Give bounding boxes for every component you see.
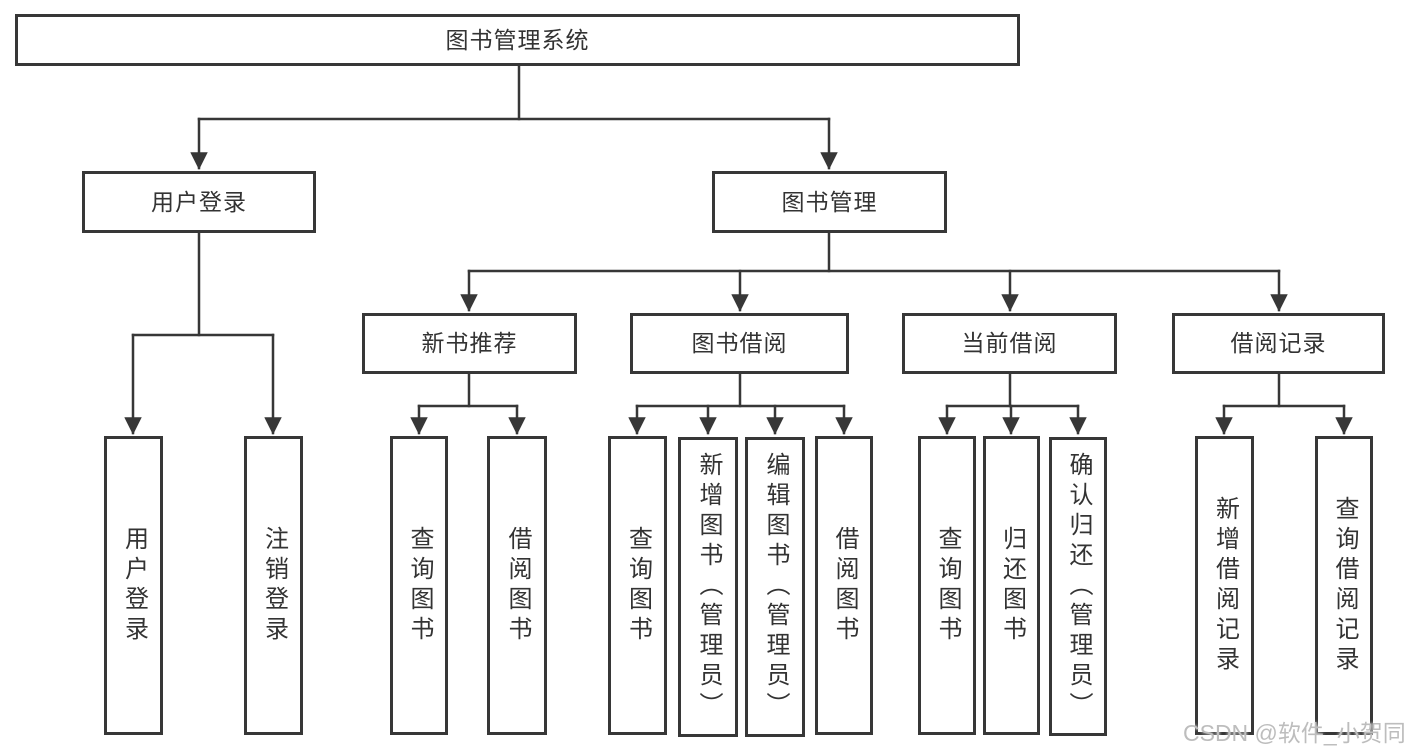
node-user-login: 用户登录 <box>82 171 316 233</box>
leaf-return-book: 归还图书 <box>983 436 1040 735</box>
leaf-borrow-books-recommend: 借阅图书 <box>487 436 547 735</box>
leaf-add-borrow-record: 新增借阅记录 <box>1195 436 1254 735</box>
leaf-logout: 注销登录 <box>244 436 303 735</box>
leaf-query-borrow-record: 查询借阅记录 <box>1315 436 1373 735</box>
node-book-borrow: 图书借阅 <box>630 313 849 374</box>
leaf-user-login: 用户登录 <box>104 436 163 735</box>
leaf-query-books-current: 查询图书 <box>918 436 976 735</box>
node-root: 图书管理系统 <box>15 14 1020 66</box>
watermark: CSDN @软件_小贺同学 <box>1183 720 1405 746</box>
node-book-management: 图书管理 <box>712 171 947 233</box>
node-current-borrow: 当前借阅 <box>902 313 1117 374</box>
leaf-edit-book-admin: 编辑图书（管理员） <box>745 437 805 737</box>
leaf-query-books-recommend: 查询图书 <box>390 436 448 735</box>
leaf-borrow-books-borrow: 借阅图书 <box>815 436 873 735</box>
leaf-add-book-admin: 新增图书（管理员） <box>678 437 738 737</box>
leaf-confirm-return-admin: 确认归还（管理员） <box>1049 437 1107 736</box>
node-borrow-records: 借阅记录 <box>1172 313 1385 374</box>
leaf-query-books-borrow: 查询图书 <box>608 436 667 735</box>
node-new-book-recommend: 新书推荐 <box>362 313 577 374</box>
